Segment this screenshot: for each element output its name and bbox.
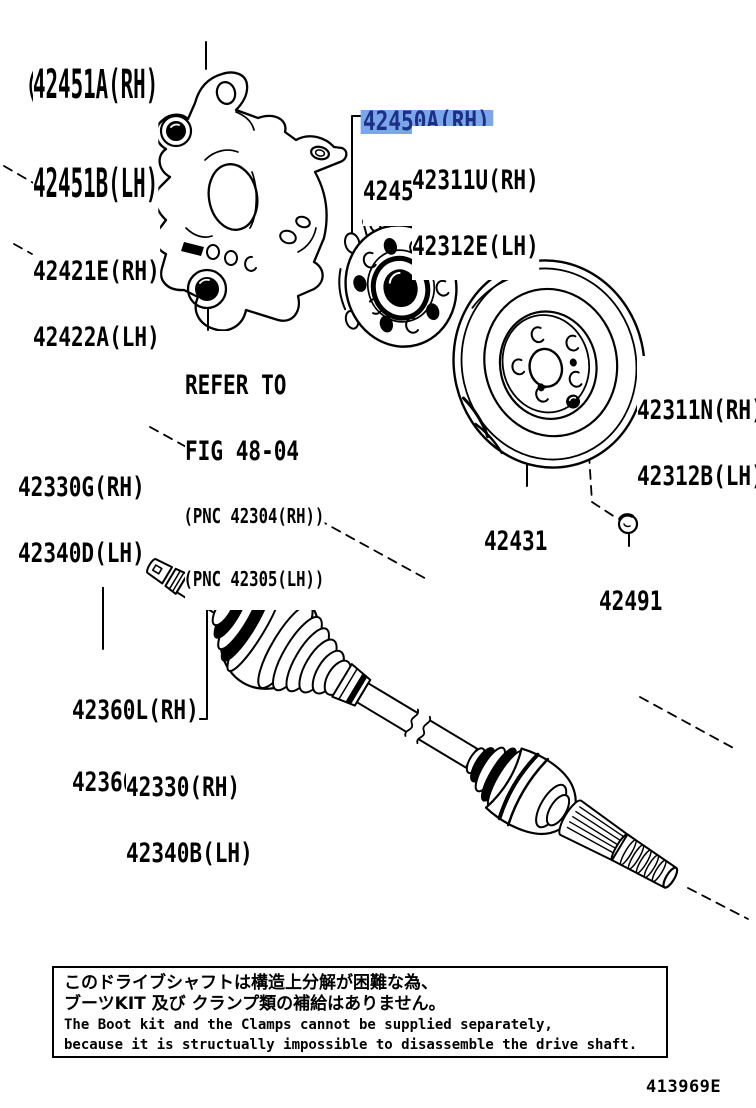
part-number-42491[interactable]: 42491 bbox=[599, 586, 663, 617]
part-number-42312e[interactable]: 42312E(LH) bbox=[412, 231, 539, 262]
reference-note: REFER TO FIG 48-04 (PNC 42304(RH)) (PNC … bbox=[183, 331, 325, 610]
pnc-42305-text: (PNC 42305(LH)) bbox=[183, 566, 325, 591]
part-number-42360l[interactable]: 42360L(RH) bbox=[72, 695, 199, 726]
part-number-42422a[interactable]: 42422A(LH) bbox=[33, 322, 160, 353]
part-number-42431[interactable]: 42431 bbox=[484, 526, 548, 557]
part-label-42330[interactable]: 42330(RH) 42340B(LH) bbox=[126, 733, 253, 887]
part-label-42431[interactable]: 42431 bbox=[484, 487, 548, 575]
note-japanese-line1: このドライブシャフトは構造上分解が困難な為、 bbox=[64, 973, 438, 993]
document-code: 413969E bbox=[646, 1077, 722, 1097]
part-label-42451[interactable]: 42451A(RH) 42451B(LH) bbox=[33, 3, 159, 234]
part-number-42340d[interactable]: 42340D(LH) bbox=[18, 538, 145, 569]
part-number-42312b[interactable]: 42312B(LH) bbox=[637, 461, 756, 492]
part-number-42311n[interactable]: 42311N(RH) bbox=[637, 395, 756, 426]
note-english-line1: The Boot kit and the Clamps cannot be su… bbox=[64, 1017, 553, 1033]
part-label-42491[interactable]: 42491 bbox=[599, 547, 663, 635]
refer-to-text: REFER TO bbox=[185, 370, 287, 401]
part-number-42340b[interactable]: 42340B(LH) bbox=[126, 838, 253, 869]
pnc-42304-text: (PNC 42304(RH)) bbox=[183, 504, 325, 528]
part-number-42421e[interactable]: 42421E(RH) bbox=[33, 256, 160, 287]
grease-cap-42491-drawing bbox=[617, 513, 639, 535]
fig-number-text: FIG 48-04 bbox=[185, 436, 300, 467]
note-english-line2: because it is structually impossible to … bbox=[64, 1037, 638, 1053]
part-number-42451a[interactable]: 42451A(RH) bbox=[33, 62, 159, 108]
part-number-42451b[interactable]: 42451B(LH) bbox=[33, 161, 159, 207]
note-japanese-line2: ブーツKIT 及び クランプ類の補給はありません。 bbox=[64, 994, 446, 1014]
part-label-42330g[interactable]: 42330G(RH) 42340D(LH) bbox=[18, 433, 145, 587]
part-number-42311u[interactable]: 42311U(RH) bbox=[412, 165, 539, 196]
drive-shaft-note-box: このドライブシャフトは構造上分解が困難な為、 ブーツKIT 及び クランプ類の補… bbox=[52, 966, 668, 1058]
part-label-42421e[interactable]: 42421E(RH) 42422A(LH) bbox=[33, 217, 160, 371]
part-label-42311n[interactable]: 42311N(RH) 42312B(LH) bbox=[637, 356, 756, 510]
part-number-42330g[interactable]: 42330G(RH) bbox=[18, 472, 145, 503]
steering-knuckle-drawing bbox=[154, 71, 348, 332]
part-label-42311u[interactable]: 42311U(RH) 42312E(LH) bbox=[412, 126, 539, 280]
part-number-42330[interactable]: 42330(RH) bbox=[126, 772, 241, 803]
